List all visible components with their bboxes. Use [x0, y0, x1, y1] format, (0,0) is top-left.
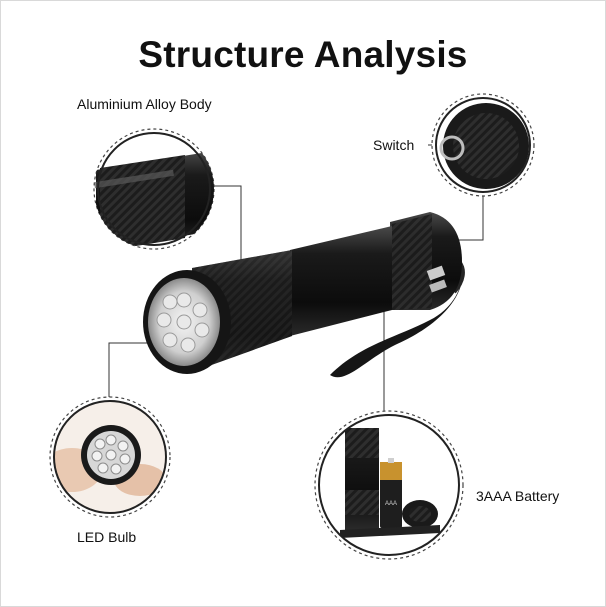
leader-line-led	[108, 342, 160, 401]
callout-label-battery: 3AAA Battery	[476, 488, 560, 504]
callout-label-switch: Switch	[373, 137, 415, 153]
callout-circle-body	[93, 128, 215, 250]
callout-circle-switch	[431, 93, 535, 197]
callout-circle-battery: AAA	[314, 410, 464, 560]
page-title: Structure Analysis	[138, 34, 468, 75]
wrist-strap	[330, 262, 464, 378]
callout-circle-led	[49, 396, 171, 518]
callout-label-aluminium-body: Aluminium Alloy Body	[77, 96, 212, 112]
flashlight	[143, 212, 465, 378]
battery-text: AAA	[385, 501, 397, 507]
callout-label-led-bulb: LED Bulb	[77, 529, 137, 545]
leader-line-body	[214, 185, 242, 262]
